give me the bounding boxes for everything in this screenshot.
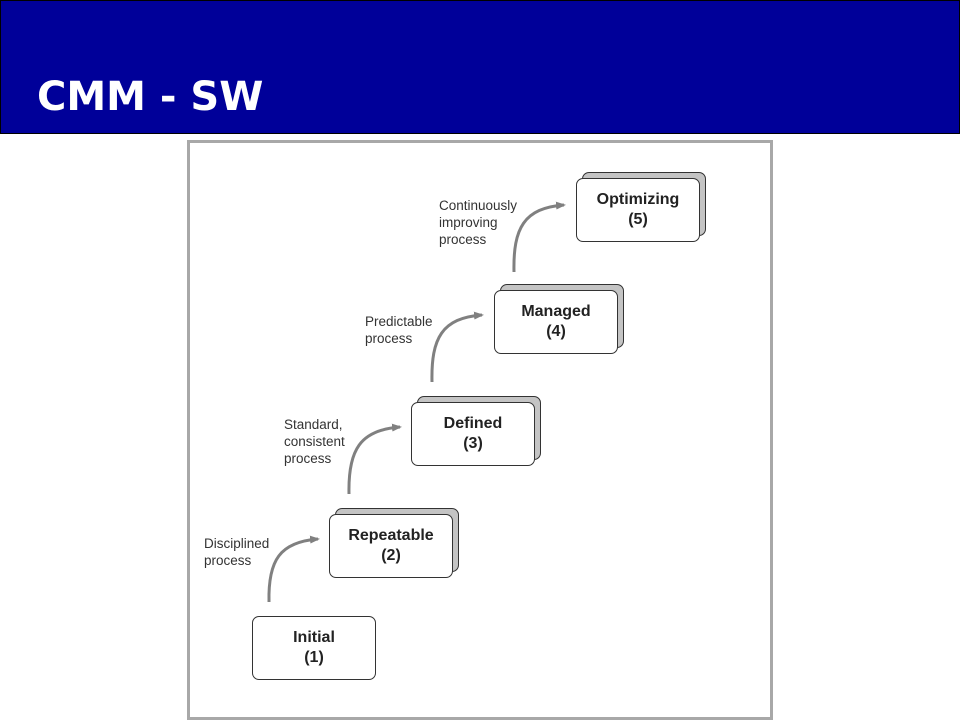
arrow-4-to-5 (512, 201, 566, 273)
level-initial: Initial (1) (252, 616, 376, 680)
level-defined: Defined (3) (411, 396, 541, 466)
level-name: Repeatable (348, 527, 434, 544)
level-box: Initial (1) (252, 616, 376, 680)
arrow-1-to-2 (267, 535, 320, 603)
level-name: Optimizing (596, 191, 680, 208)
level-box: Managed (4) (494, 290, 618, 354)
level-box: Optimizing (5) (576, 178, 700, 242)
level-managed: Managed (4) (494, 284, 624, 354)
arrow-2-to-3 (347, 423, 402, 495)
level-number: (3) (463, 435, 483, 452)
arrow-3-to-4 (430, 311, 484, 383)
transition-label-disciplined: Disciplined process (204, 536, 270, 568)
slide-title: CMM - SW (37, 74, 264, 120)
level-number: (4) (546, 323, 566, 340)
level-number: (2) (381, 547, 401, 564)
level-number: (1) (304, 649, 324, 666)
level-name: Managed (521, 303, 591, 320)
level-name: Initial (293, 629, 335, 646)
transition-label-predictable: Predictable process (365, 314, 433, 346)
transition-label-continuously: Continuously improving process (439, 198, 518, 247)
slide-header: CMM - SW (0, 0, 960, 134)
level-box: Repeatable (2) (329, 514, 453, 578)
transition-label-standard: Standard, consistent process (284, 417, 345, 466)
level-optimizing: Optimizing (5) (576, 172, 706, 242)
level-name: Defined (443, 415, 503, 432)
level-repeatable: Repeatable (2) (329, 508, 459, 578)
level-number: (5) (628, 211, 648, 228)
level-box: Defined (3) (411, 402, 535, 466)
